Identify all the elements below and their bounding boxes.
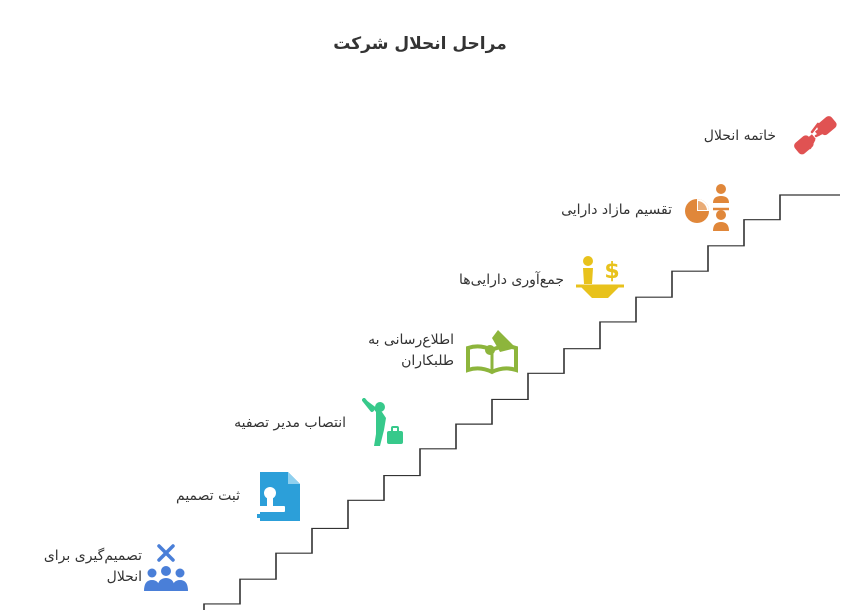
staircase-line [203, 194, 840, 610]
step-1-label: تصمیم‌گیری برای انحلال [43, 548, 142, 585]
step-5-label: جمع‌آوری دارایی‌ها [458, 272, 564, 288]
diagram-title: مراحل انحلال شرکت [333, 34, 507, 54]
people-money-icon: $ [576, 256, 624, 298]
step-2-label: ثبت تصمیم [176, 488, 240, 504]
document-stamp-icon [255, 472, 300, 521]
person-briefcase-icon [362, 398, 403, 446]
pie-people-icon [685, 184, 729, 231]
megaphone-book-icon [466, 330, 518, 375]
people-vote-icon [144, 544, 188, 591]
step-4-label: اطلاع‌رسانی به طلبکاران [368, 332, 454, 369]
broken-link-icon [794, 116, 837, 155]
step-6-label: تقسیم مازاد دارایی [561, 202, 672, 218]
step-7-label: خاتمه انحلال [703, 128, 776, 144]
svg-text:$: $ [604, 259, 619, 284]
step-3-label: انتصاب مدیر تصفیه [234, 415, 346, 431]
